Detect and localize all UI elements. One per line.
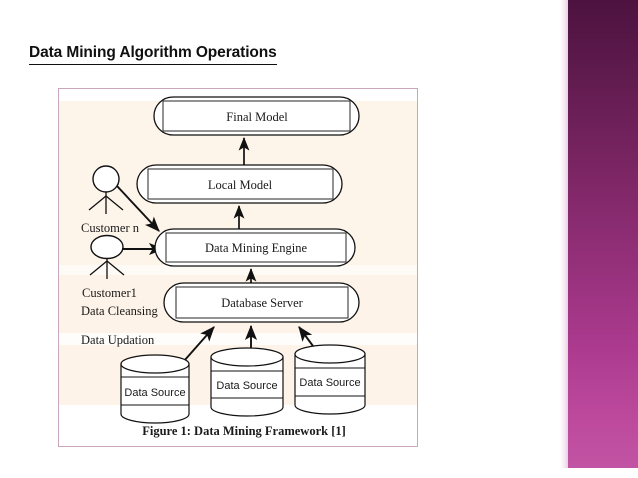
actor-customer-n: Customer n [81,165,140,235]
data-source-cylinder-1: Data Source [120,354,190,424]
data-source-label: Data Source [124,387,185,399]
node-final-model: Final Model [153,96,360,136]
node-label-local-model: Local Model [208,178,273,192]
page-title: Data Mining Algorithm Operations [29,44,277,65]
node-label-data-mining-engine: Data Mining Engine [205,241,308,255]
actor-customer-1: Customer1 [82,234,137,300]
data-source-cylinder-3: Data Source [294,344,366,415]
data-source-cylinder-2: Data Source [210,347,284,417]
node-local-model: Local Model [136,164,343,204]
data-source-label: Data Source [216,380,277,392]
actor-label-customer-n: Customer n [81,221,140,235]
annotation-data-cleansing: Data Cleansing [81,304,158,318]
actor-head-icon [90,234,124,260]
figure-stripe-5 [59,333,417,345]
arrow-source1-to-db [183,326,215,362]
figure-caption: Figure 1: Data Mining Framework [1] [142,424,346,438]
node-database-server: Database Server [163,282,360,323]
data-source-label: Data Source [299,377,360,389]
node-label-final-model: Final Model [226,110,288,124]
accent-band [568,0,638,468]
figure-stripe-3 [59,265,417,275]
actor-head-icon [92,165,120,193]
accent-band-glow [560,0,568,468]
arrow-customer-n-to-engine [116,185,160,232]
node-label-database-server: Database Server [221,296,303,310]
figure-container: Final Model Local Model Customer n [58,88,418,447]
data-mining-framework-diagram: Final Model Local Model Customer n [81,96,366,438]
annotation-data-updation: Data Updation [81,333,155,347]
node-data-mining-engine: Data Mining Engine [154,228,356,267]
actor-label-customer-1: Customer1 [82,286,137,300]
